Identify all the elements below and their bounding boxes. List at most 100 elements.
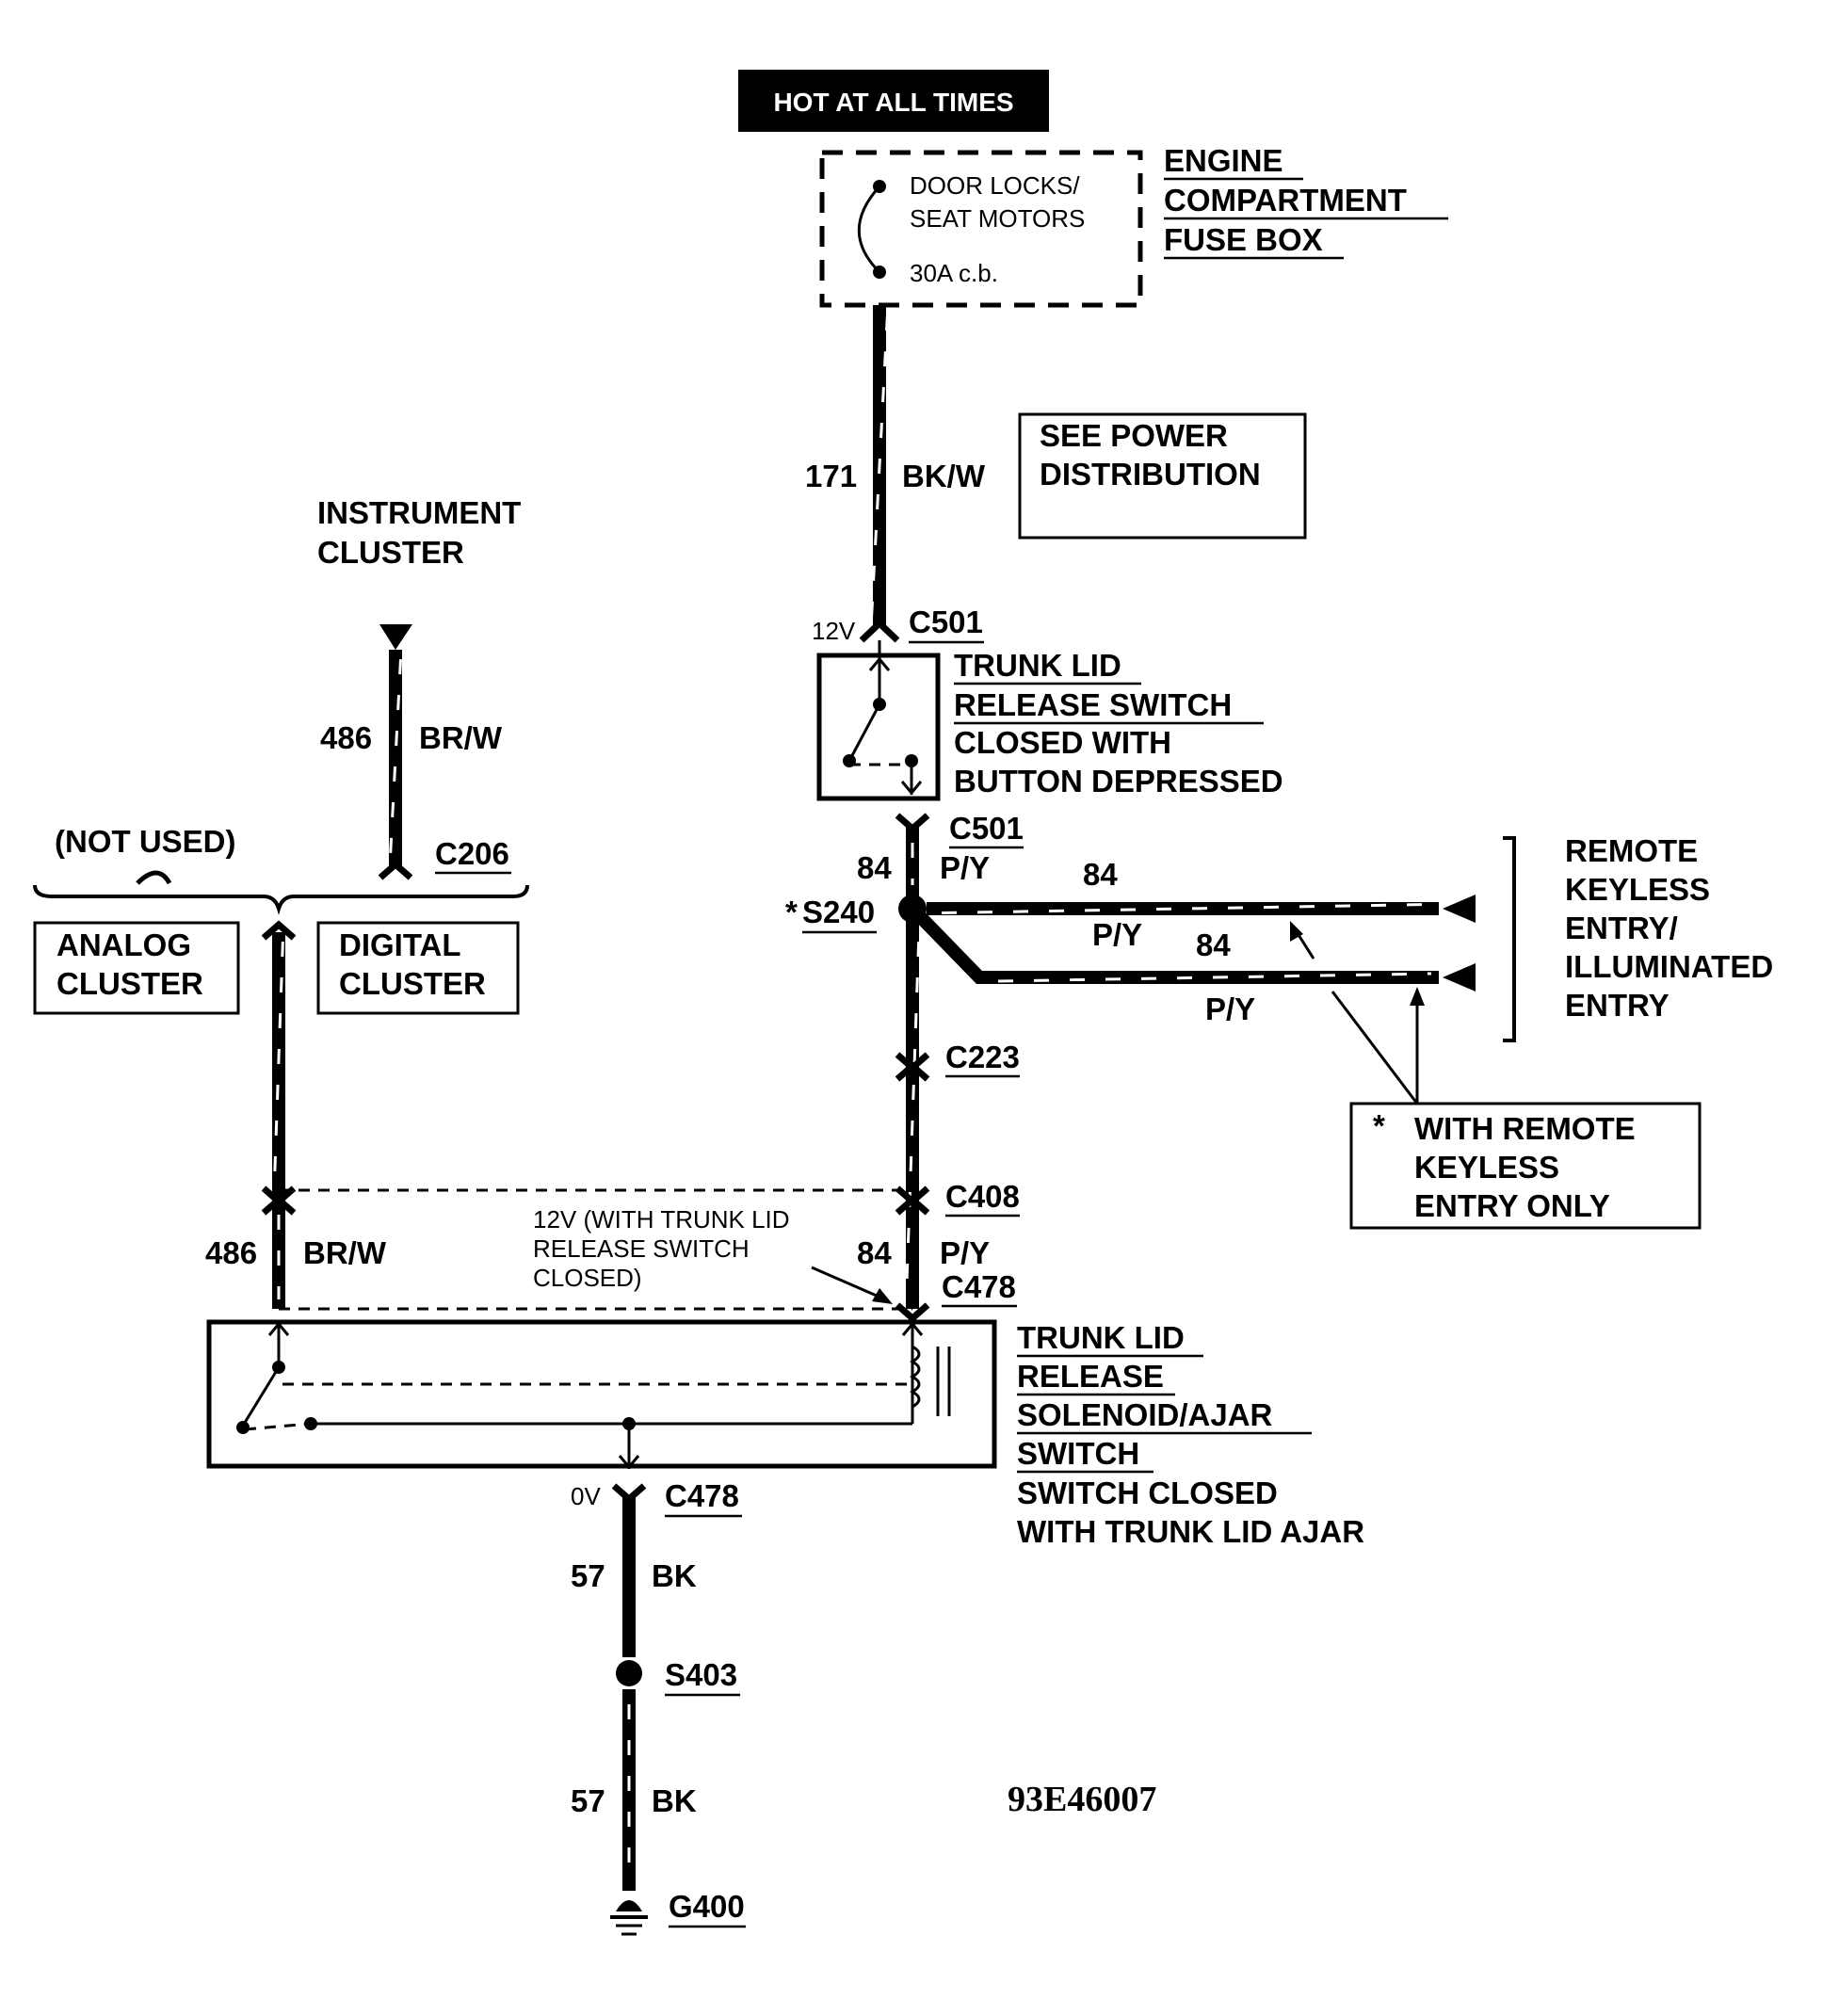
svg-text:C206: C206 (435, 836, 509, 871)
svg-text:84: 84 (857, 850, 892, 885)
wire-486-top: 486 BR/W (320, 624, 503, 880)
svg-text:DOOR LOCKS/: DOOR LOCKS/ (910, 171, 1080, 200)
connector-c206: C206 (435, 836, 511, 875)
trunk-switch-title: TRUNK LID RELEASE SWITCH CLOSED WITH BUT… (954, 648, 1283, 798)
svg-text:ENTRY/: ENTRY/ (1565, 911, 1678, 945)
svg-text:30A c.b.: 30A c.b. (910, 259, 998, 287)
svg-text:BR/W: BR/W (419, 720, 503, 755)
svg-text:0V: 0V (571, 1482, 601, 1510)
svg-text:84: 84 (1196, 927, 1231, 962)
svg-text:ENTRY ONLY: ENTRY ONLY (1414, 1188, 1610, 1223)
svg-text:G400: G400 (669, 1889, 745, 1924)
svg-text:P/Y: P/Y (940, 850, 990, 885)
svg-text:BUTTON DEPRESSED: BUTTON DEPRESSED (954, 764, 1283, 798)
svg-text:CLUSTER: CLUSTER (56, 966, 203, 1001)
svg-text:CLUSTER: CLUSTER (317, 535, 464, 570)
connector-c408: C408 (895, 1179, 1020, 1218)
svg-text:WITH REMOTE: WITH REMOTE (1414, 1111, 1636, 1146)
wire-486-lower: 486 BR/W (205, 920, 387, 1309)
svg-text:BK: BK (652, 1783, 697, 1818)
svg-text:C478: C478 (665, 1478, 739, 1513)
see-power-distribution-box: SEE POWER DISTRIBUTION (1018, 412, 1307, 540)
svg-text:HOT AT ALL TIMES: HOT AT ALL TIMES (773, 88, 1013, 117)
svg-text:BK/W: BK/W (902, 459, 986, 493)
svg-text:BK: BK (652, 1558, 697, 1593)
svg-text:84: 84 (857, 1235, 892, 1270)
svg-text:C478: C478 (942, 1269, 1016, 1304)
svg-text:BR/W: BR/W (303, 1235, 387, 1270)
svg-text:57: 57 (571, 1558, 605, 1593)
engine-compartment-fuse-box: DOOR LOCKS/ SEAT MOTORS 30A c.b. (819, 150, 1143, 308)
svg-text:KEYLESS: KEYLESS (1414, 1150, 1559, 1185)
svg-text:C501: C501 (909, 605, 983, 639)
ground-g400: G400 (610, 1889, 746, 1936)
svg-text:SWITCH CLOSED: SWITCH CLOSED (1017, 1476, 1278, 1510)
trunk-lid-release-switch (816, 640, 941, 801)
svg-text:C501: C501 (949, 811, 1024, 846)
svg-text:P/Y: P/Y (1205, 992, 1255, 1026)
wire-84-branch-upper: 84 P/Y (927, 857, 1476, 952)
svg-text:ENTRY: ENTRY (1565, 988, 1670, 1023)
svg-text:S403: S403 (665, 1657, 737, 1692)
svg-text:P/Y: P/Y (1092, 917, 1142, 952)
figure-code: 93E46007 (1008, 1780, 1156, 1819)
svg-text:C223: C223 (945, 1040, 1020, 1074)
svg-text:KEYLESS: KEYLESS (1565, 872, 1710, 907)
svg-text:ILLUMINATED: ILLUMINATED (1565, 949, 1773, 984)
svg-text:SOLENOID/AJAR: SOLENOID/AJAR (1017, 1397, 1273, 1432)
svg-text:RELEASE SWITCH: RELEASE SWITCH (533, 1234, 750, 1263)
svg-text:DIGITAL: DIGITAL (339, 927, 461, 962)
instrument-cluster-label: INSTRUMENT CLUSTER (317, 495, 521, 570)
wire-57-upper: 57 BK (571, 1497, 697, 1657)
with-remote-keyless-note: * WITH REMOTE KEYLESS ENTRY ONLY (1349, 1102, 1702, 1230)
svg-text:RELEASE SWITCH: RELEASE SWITCH (954, 687, 1232, 722)
wire-171: 171 BK/W (805, 305, 986, 627)
svg-text:ENGINE: ENGINE (1164, 143, 1283, 178)
svg-text:486: 486 (205, 1235, 257, 1270)
svg-text:(NOT USED): (NOT USED) (55, 824, 236, 859)
svg-text:84: 84 (1083, 857, 1118, 892)
solenoid-title: TRUNK LID RELEASE SOLENOID/AJAR SWITCH S… (1017, 1320, 1364, 1549)
remote-keyless-entry-label: REMOTE KEYLESS ENTRY/ ILLUMINATED ENTRY (1503, 833, 1773, 1042)
svg-text:DISTRIBUTION: DISTRIBUTION (1040, 457, 1261, 492)
svg-text:*: * (785, 895, 798, 929)
connector-arrow-upper (1443, 895, 1476, 923)
svg-text:TRUNK LID: TRUNK LID (954, 648, 1121, 683)
wire-84-branch-lower: 84 P/Y (907, 904, 1476, 1026)
svg-text:INSTRUMENT: INSTRUMENT (317, 495, 521, 530)
svg-text:C408: C408 (945, 1179, 1020, 1214)
svg-text:*: * (1373, 1108, 1385, 1143)
svg-text:COMPARTMENT: COMPARTMENT (1164, 183, 1407, 218)
fuse-box-title: ENGINE COMPARTMENT FUSE BOX (1164, 143, 1448, 260)
svg-text:RELEASE: RELEASE (1017, 1359, 1164, 1394)
connector-c501-bottom: C501 (895, 811, 1024, 849)
svg-text:CLUSTER: CLUSTER (339, 966, 486, 1001)
connector-c501-top: 12V C501 (812, 605, 984, 645)
connector-c223: C223 (895, 1040, 1020, 1082)
svg-text:WITH TRUNK LID AJAR: WITH TRUNK LID AJAR (1017, 1514, 1364, 1549)
connector-arrow-lower (1443, 963, 1476, 992)
analog-cluster-box: ANALOG CLUSTER (33, 921, 240, 1015)
not-used-label: (NOT USED) (55, 824, 236, 885)
svg-text:SWITCH: SWITCH (1017, 1436, 1139, 1471)
svg-text:SEE POWER: SEE POWER (1040, 418, 1228, 453)
svg-text:ANALOG: ANALOG (56, 927, 191, 962)
svg-text:12V: 12V (812, 617, 856, 645)
svg-text:FUSE BOX: FUSE BOX (1164, 222, 1323, 257)
wire-84-lower-label: 84 P/Y (857, 1235, 990, 1270)
svg-text:REMOTE: REMOTE (1565, 833, 1698, 868)
svg-text:P/Y: P/Y (940, 1235, 990, 1270)
cluster-variant-brace (33, 884, 529, 915)
svg-text:57: 57 (571, 1783, 605, 1818)
svg-text:S240: S240 (802, 895, 875, 929)
note-12v-trunk-switch-closed: 12V (WITH TRUNK LID RELEASE SWITCH CLOSE… (533, 1205, 893, 1304)
solenoid-coil (909, 1345, 921, 1409)
svg-text:CLOSED WITH: CLOSED WITH (954, 725, 1171, 760)
connector-c478-bottom: 0V C478 (571, 1478, 742, 1518)
digital-cluster-box: DIGITAL CLUSTER (316, 921, 520, 1015)
svg-text:SEAT MOTORS: SEAT MOTORS (910, 204, 1085, 233)
trunk-lid-release-solenoid (206, 1319, 997, 1470)
remote-note-pointers (1290, 921, 1425, 1105)
svg-text:486: 486 (320, 720, 372, 755)
